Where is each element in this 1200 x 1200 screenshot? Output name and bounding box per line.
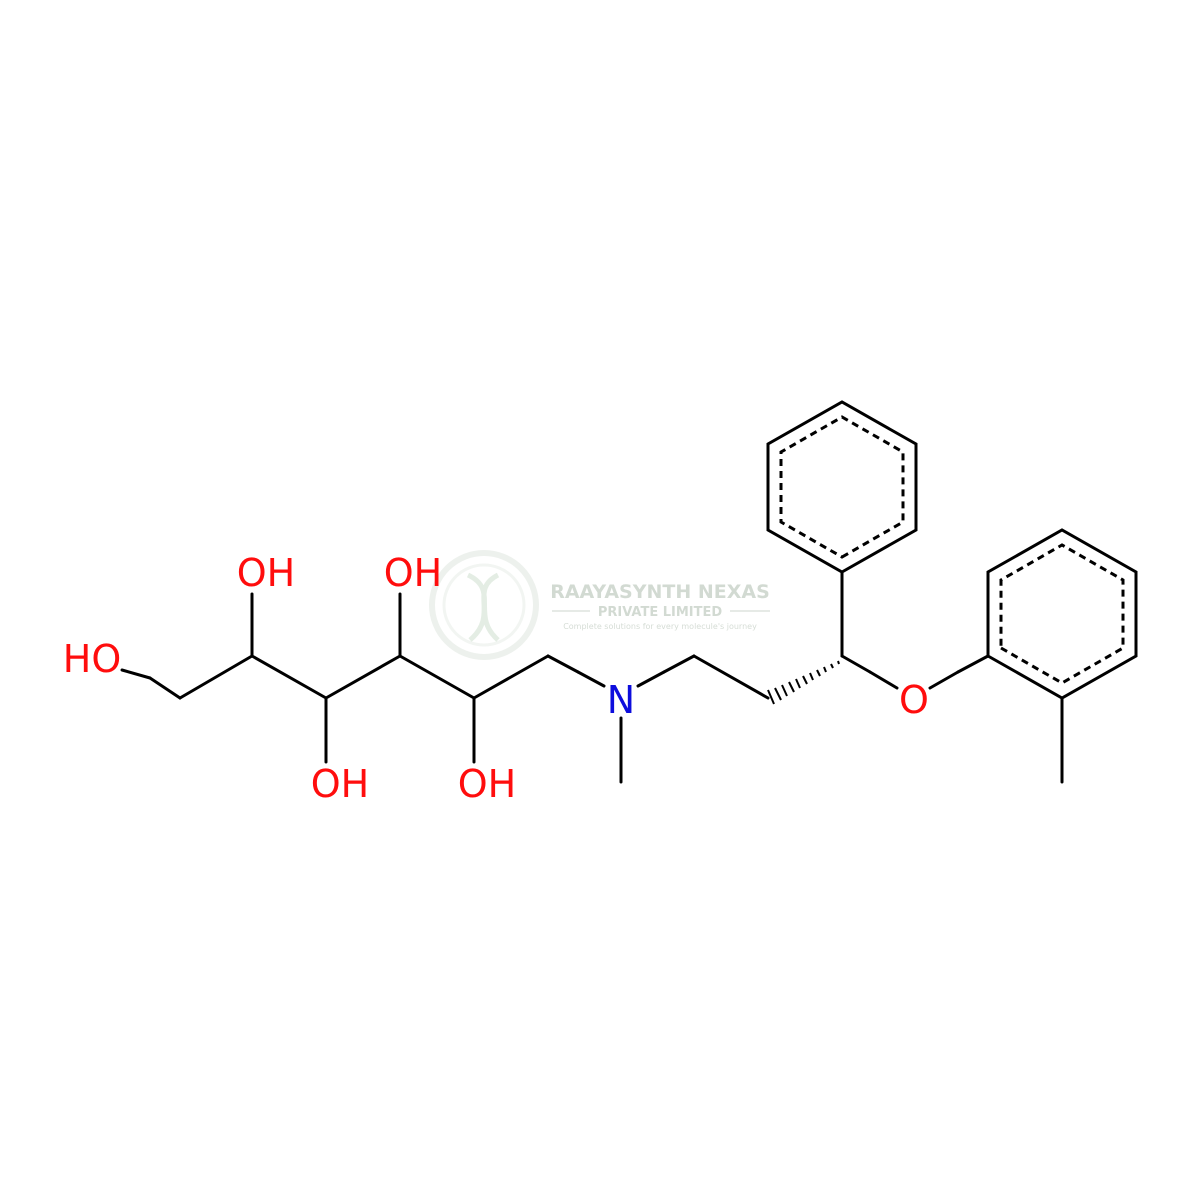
bond-c6-n-blue: [576, 670, 606, 688]
atom-label-nitrogen: N: [607, 678, 635, 722]
bond-c9-o: [840, 654, 872, 674]
watermark-inner-circle: [442, 563, 526, 647]
watermark-circle: [429, 550, 539, 660]
tolyl-ring: [986, 528, 1138, 700]
bond-o-aryl-red: [928, 670, 960, 690]
bond-ho-c1b: [148, 676, 182, 700]
atom-label-oh-3: OH: [384, 551, 442, 595]
bond-n-c7: [662, 654, 696, 674]
bond-c6-n: [546, 654, 580, 674]
watermark-helix: [466, 572, 500, 642]
phenyl-ring: [766, 400, 918, 574]
atom-label-ho-terminal: HO: [63, 637, 121, 681]
bond-c4-c5: [398, 654, 476, 700]
bond-c9-o-red: [868, 670, 899, 690]
watermark-logo: [429, 550, 539, 660]
atom-label-oh-1: OH: [237, 551, 295, 595]
stereo-hash-bond: [767, 660, 840, 705]
atom-label-ether-oxygen: O: [899, 678, 929, 722]
watermark-sub: PRIVATE LIMITED: [598, 605, 723, 620]
atom-label-oh-2: OH: [311, 762, 369, 806]
bond-ho-c1: [120, 668, 152, 680]
bond-o-aryl: [956, 654, 990, 674]
bond-c2-c3: [250, 654, 328, 700]
bond-c7-c8: [692, 654, 770, 700]
bond-c3-c4: [324, 654, 402, 700]
bond-c5-c6: [472, 654, 550, 700]
watermark-tagline: Complete solutions for every molecule's …: [563, 622, 757, 631]
atom-label-oh-4: OH: [458, 762, 516, 806]
watermark-name: RAAYASYNTH NEXAS: [550, 581, 770, 603]
bond-n-c7-blue: [636, 670, 666, 688]
bond-c1-c2: [178, 654, 254, 700]
